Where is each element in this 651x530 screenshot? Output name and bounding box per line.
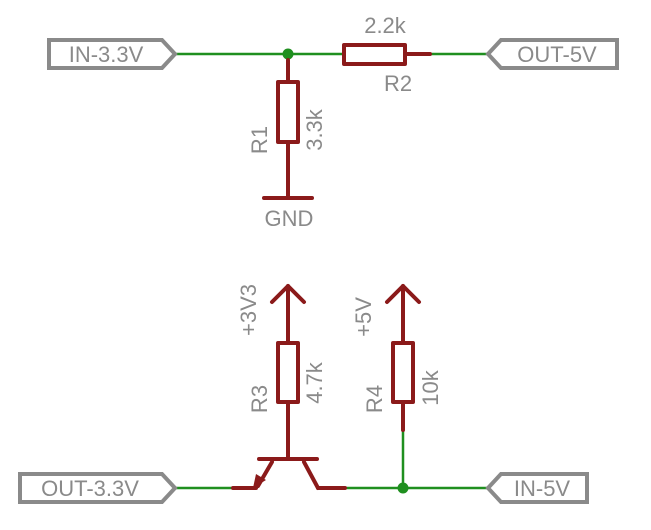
r3-value: 4.7k [302,361,327,404]
port-in-3v3-label: IN-3.3V [69,42,144,67]
transistor-circuit: +3V3 R3 4.7k +5V R4 10k OUT-3 [18,284,589,504]
port-out-3v3-frame [18,472,178,504]
port-out-5v-frame [485,38,619,70]
port-in-5v: IN-5V [485,472,589,504]
r4-body [391,341,415,404]
port-out-5v: OUT-5V [485,38,619,70]
divider-circuit: 2.2k R2 R1 3.3k GND IN-3.3V OUT-5V [47,13,619,231]
transistor-emitter-arrow [253,474,266,488]
junction-top [282,48,294,60]
r2-body [342,43,407,66]
supply-5v-label: +5V [351,297,376,337]
r2-value: 2.2k [364,13,407,38]
r2-name: R2 [384,71,412,96]
port-in-5v-frame [485,472,589,504]
port-in-3v3: IN-3.3V [47,38,178,70]
r4-name: R4 [362,385,387,413]
junction-bottom [397,482,409,494]
supply-3v3: +3V3 [236,284,306,345]
transistor-q1-icon [231,457,347,490]
gnd-label: GND [265,206,314,231]
supply-3v3-label: +3V3 [236,284,261,336]
port-in-5v-label: IN-5V [514,476,571,501]
supply-5v: +5V [351,284,421,345]
r3-body [276,341,300,404]
port-in-3v3-frame [47,38,178,70]
port-out-3v3-label: OUT-3.3V [41,476,139,501]
transistor-collector [302,460,320,490]
port-out-3v3: OUT-3.3V [18,472,178,504]
port-out-5v-label: OUT-5V [517,42,597,67]
r4-value: 10k [418,369,443,405]
r1-body [276,80,300,144]
r1-value: 3.3k [302,108,327,151]
r1-name: R1 [247,126,272,154]
r3-name: R3 [247,385,272,413]
